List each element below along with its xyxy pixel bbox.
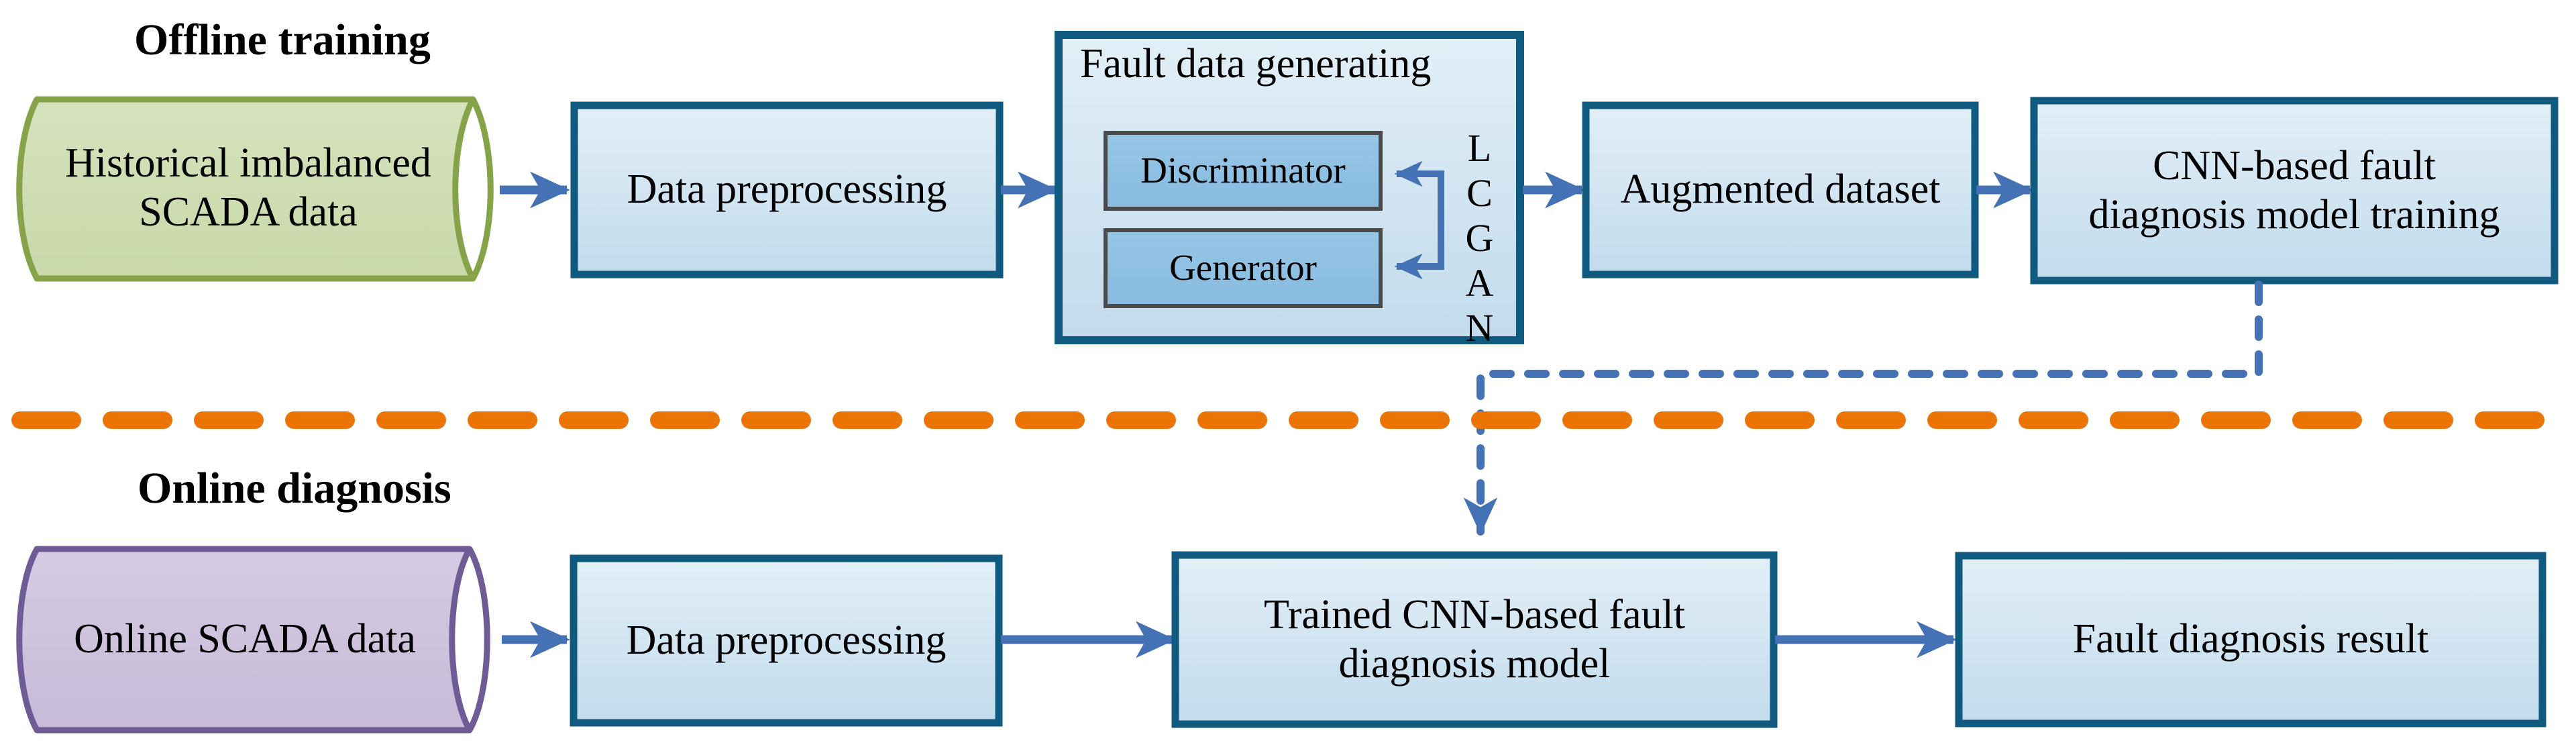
node-historical-data[interactable] [16,96,494,282]
edge-lcgan-feedback-loop [1394,160,1444,280]
node-preprocess-bottom[interactable] [570,554,1003,727]
node-online-data[interactable] [16,546,490,734]
node-result[interactable] [1955,552,2546,728]
node-augmented-dataset[interactable] [1582,101,1979,279]
node-discriminator[interactable] [1104,131,1383,211]
edge-deploy-dotted-path [1463,281,2263,536]
node-lcgan-label: LCGAN [1458,126,1501,351]
node-cnn-training[interactable] [2030,97,2559,285]
node-fault-gen-label: Fault data generating [1080,41,1432,87]
node-generator[interactable] [1104,228,1383,308]
node-trained-cnn[interactable] [1171,551,1778,728]
section-title-online: Online diagnosis [138,464,451,513]
section-title-offline: Offline training [134,15,431,64]
node-preprocess-top[interactable] [570,101,1004,279]
